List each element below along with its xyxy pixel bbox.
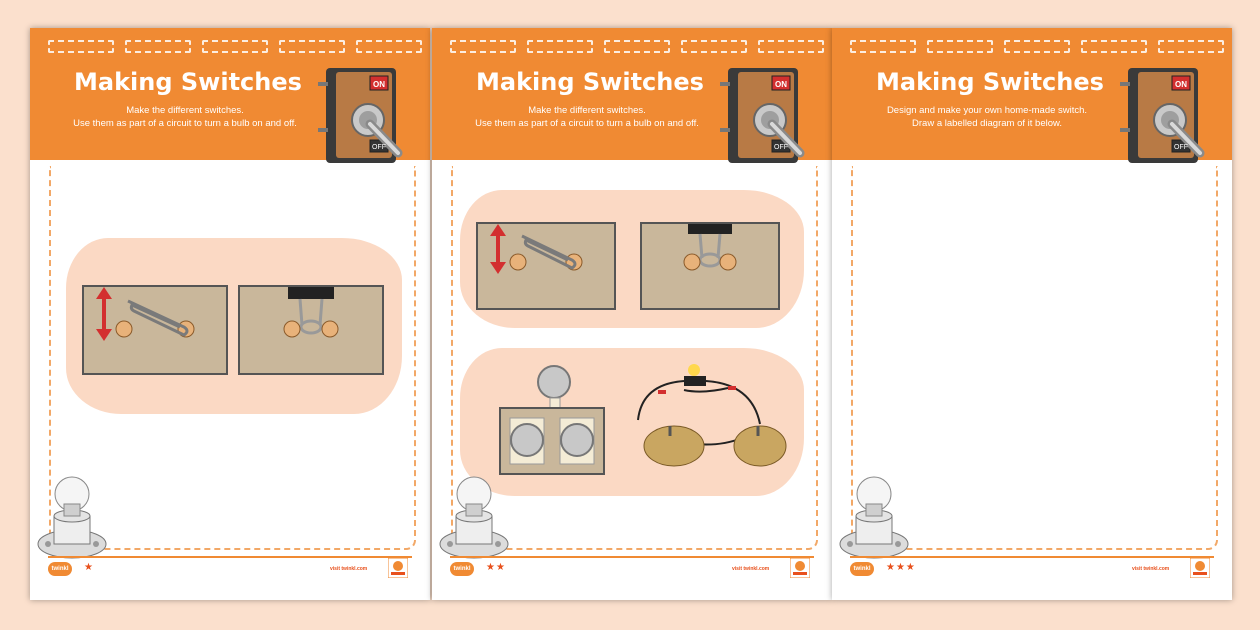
dashed-box xyxy=(1081,40,1147,53)
off-label: OFF xyxy=(774,144,788,151)
bulldog-clip-switch-board xyxy=(238,285,384,375)
footer-url: visit twinkl.com xyxy=(732,566,770,572)
off-label: OFF xyxy=(1174,144,1188,151)
quality-badge-icon xyxy=(790,558,810,578)
coin-switch-image xyxy=(499,365,605,475)
footer-divider xyxy=(450,556,814,558)
dashed-box xyxy=(279,40,345,53)
footer-url: visit twinkl.com xyxy=(330,566,368,572)
worksheet-title: Making Switches xyxy=(74,68,302,96)
dashed-box xyxy=(450,40,516,53)
instruction-line-1: Make the different switches. xyxy=(528,105,646,116)
worksheet-title: Making Switches xyxy=(476,68,704,96)
on-label: ON xyxy=(373,80,385,89)
instruction-line-1: Design and make your own home-made switc… xyxy=(886,105,1088,116)
worksheet-1: Making Switches Make the different switc… xyxy=(30,28,430,600)
on-label: ON xyxy=(1175,80,1187,89)
dashed-box xyxy=(758,40,824,53)
footer-divider xyxy=(48,556,412,558)
footer-url: visit twinkl.com xyxy=(1132,566,1170,572)
dashed-box xyxy=(125,40,191,53)
worksheet-2: Making Switches Make the different switc… xyxy=(432,28,832,600)
toggle-switch-image: ON OFF xyxy=(1100,58,1230,178)
difficulty-stars: ★★★ xyxy=(886,562,916,573)
name-boxes xyxy=(48,40,422,53)
toggle-switch-image: ON OFF xyxy=(700,58,830,178)
footer-divider xyxy=(850,556,1214,558)
drawing-area[interactable] xyxy=(851,166,1218,550)
name-boxes xyxy=(850,40,1224,53)
name-boxes xyxy=(450,40,824,53)
instruction-line-2: Use them as part of a circuit to turn a … xyxy=(475,118,699,129)
dashed-box xyxy=(202,40,268,53)
paperclip-switch-board xyxy=(82,285,228,375)
bulb-holder-image xyxy=(439,476,509,559)
dashed-box xyxy=(527,40,593,53)
on-label: ON xyxy=(775,80,787,89)
worksheet-title: Making Switches xyxy=(876,68,1104,96)
dashed-box xyxy=(681,40,747,53)
toggle-switch-image: ON OFF xyxy=(298,58,428,178)
paperclip-switch-image xyxy=(96,287,195,341)
dashed-box xyxy=(1004,40,1070,53)
bulldog-clip-switch-image xyxy=(683,224,737,271)
twinkl-logo: twinkl xyxy=(48,562,72,576)
off-label: OFF xyxy=(372,144,386,151)
worksheet-3: Making Switches Design and make your own… xyxy=(832,28,1232,600)
work-area xyxy=(49,166,416,550)
bulb-holder-image xyxy=(839,476,909,559)
quality-badge-icon xyxy=(388,558,408,578)
bulb-holder-image xyxy=(37,476,107,559)
paperclip-switch-board xyxy=(476,222,616,310)
twinkl-logo: twinkl xyxy=(450,562,474,576)
difficulty-stars: ★★ xyxy=(486,562,506,573)
bulldog-clip-switch-image xyxy=(283,287,339,338)
work-area xyxy=(451,166,818,550)
dashed-box xyxy=(1158,40,1224,53)
instruction-line-2: Draw a labelled diagram of it below. xyxy=(912,118,1062,129)
paperclip-switch-image xyxy=(490,224,583,274)
quality-badge-icon xyxy=(1190,558,1210,578)
instruction-line-2: Use them as part of a circuit to turn a … xyxy=(73,118,297,129)
difficulty-stars: ★ xyxy=(84,562,94,573)
dashed-box xyxy=(604,40,670,53)
dashed-box xyxy=(48,40,114,53)
bulldog-clip-switch-board xyxy=(640,222,780,310)
dashed-box xyxy=(356,40,422,53)
instruction-line-1: Make the different switches. xyxy=(126,105,244,116)
potato-circuit-image xyxy=(637,364,787,467)
dashed-box xyxy=(850,40,916,53)
dashed-box xyxy=(927,40,993,53)
twinkl-logo: twinkl xyxy=(850,562,874,576)
